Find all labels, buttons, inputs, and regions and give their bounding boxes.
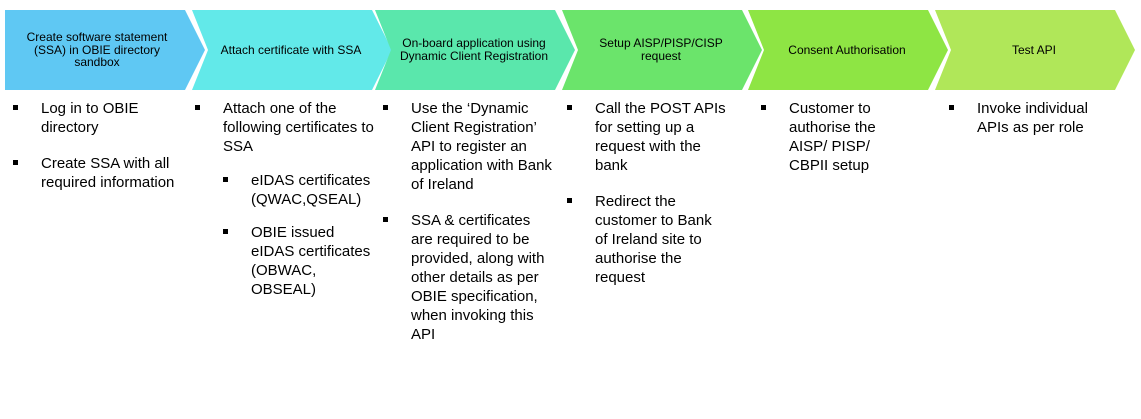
square-bullet-icon (383, 217, 388, 222)
sub-detail-text: OBIE issued eIDAS certificates (OBWAC, O… (251, 224, 371, 298)
step-arrow (562, 10, 762, 90)
detail-text: Call the POST APIs for setting up a requ… (595, 100, 726, 174)
step-title: Test API (1011, 42, 1057, 57)
square-bullet-icon (223, 177, 228, 182)
step-details: Use the ‘Dynamic Client Registration’ AP… (383, 99, 553, 361)
step-details: Attach one of the following certificates… (195, 99, 375, 316)
detail-item: Use the ‘Dynamic Client Registration’ AP… (383, 99, 553, 194)
sub-detail-item: eIDAS certificates (QWAC,QSEAL) (223, 171, 375, 209)
detail-item: Log in to OBIE directory (13, 99, 183, 137)
step-title: Attach certificate with SSA (220, 42, 362, 57)
step-title: Setup AISP/PISP/CISP request (599, 36, 723, 63)
detail-text: Use the ‘Dynamic Client Registration’ AP… (411, 100, 552, 193)
step-arrow (375, 10, 575, 90)
step-arrow (748, 10, 948, 90)
detail-item: Call the POST APIs for setting up a requ… (567, 99, 727, 175)
square-bullet-icon (13, 105, 18, 110)
step-title: Create software statement (SSA) in OBIE … (26, 30, 168, 70)
detail-item: Invoke individual APIs as per role (949, 99, 1089, 137)
square-bullet-icon (567, 105, 572, 110)
square-bullet-icon (13, 160, 18, 165)
step-arrow (5, 10, 205, 90)
step-arrow (935, 10, 1135, 90)
detail-item: Create SSA with all required information (13, 154, 183, 192)
detail-text: SSA & certificates are required to be pr… (411, 212, 545, 343)
step-title: On-board application using Dynamic Clien… (399, 36, 549, 63)
sub-detail-item: OBIE issued eIDAS certificates (OBWAC, O… (223, 223, 375, 299)
square-bullet-icon (567, 198, 572, 203)
square-bullet-icon (383, 105, 388, 110)
detail-text: Attach one of the following certificates… (223, 100, 374, 155)
detail-text: Redirect the customer to Bank of Ireland… (595, 193, 712, 286)
step-title: Consent Authorisation (788, 42, 906, 57)
detail-text: Invoke individual APIs as per role (977, 100, 1088, 136)
detail-item: Redirect the customer to Bank of Ireland… (567, 192, 727, 287)
detail-text: Log in to OBIE directory (41, 100, 139, 136)
detail-text: Customer to authorise the AISP/ PISP/ CB… (789, 100, 876, 174)
detail-text: Create SSA with all required information (41, 155, 175, 191)
detail-item: Attach one of the following certificates… (195, 99, 375, 299)
step-arrow (192, 10, 392, 90)
step-details: Call the POST APIs for setting up a requ… (567, 99, 727, 304)
step-details: Invoke individual APIs as per role (949, 99, 1089, 154)
square-bullet-icon (195, 105, 200, 110)
square-bullet-icon (223, 229, 228, 234)
square-bullet-icon (949, 105, 954, 110)
detail-item: Customer to authorise the AISP/ PISP/ CB… (761, 99, 911, 175)
step-details: Customer to authorise the AISP/ PISP/ CB… (761, 99, 911, 192)
square-bullet-icon (761, 105, 766, 110)
detail-item: SSA & certificates are required to be pr… (383, 211, 553, 344)
sub-detail-text: eIDAS certificates (QWAC,QSEAL) (251, 172, 371, 208)
